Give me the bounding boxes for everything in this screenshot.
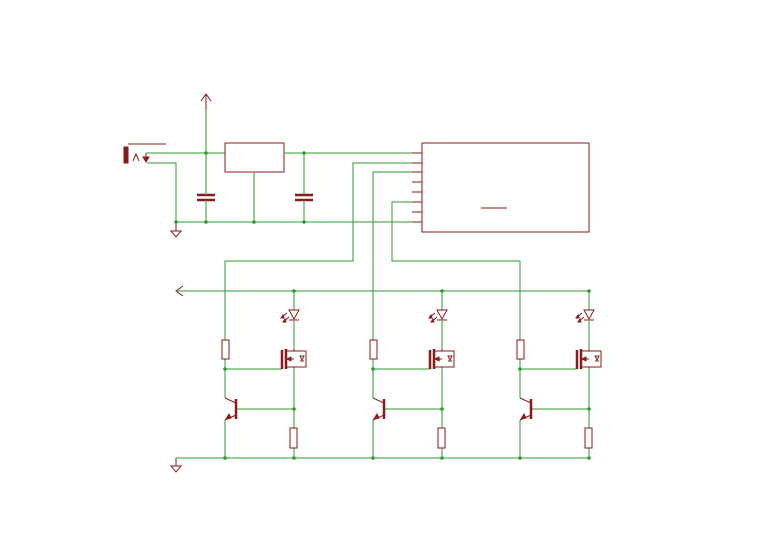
- ground-icon: [169, 222, 183, 238]
- input-capacitor-icon: [197, 193, 215, 202]
- ground-icon: [169, 458, 183, 473]
- output-capacitor-icon: [295, 193, 313, 202]
- npn-transistor-icon: [519, 397, 533, 421]
- junction-dot: [371, 367, 375, 371]
- resistor-icon: [289, 427, 298, 449]
- power-wires: [146, 110, 422, 223]
- junction-dot: [587, 289, 591, 293]
- resistor-icon: [516, 339, 525, 360]
- led-icon: [428, 309, 448, 323]
- junction-dot: [252, 220, 256, 224]
- junction-dot: [518, 456, 522, 460]
- driver-channel-2: [369, 291, 455, 458]
- supply-arrow-icon: [200, 93, 212, 110]
- channel-wires: [372, 291, 443, 458]
- npn-transistor-icon: [372, 397, 386, 421]
- junction-dot: [174, 220, 178, 224]
- junction-dot: [587, 456, 591, 460]
- controller-module-icon: [412, 142, 590, 233]
- junction-dot: [587, 407, 591, 411]
- mosfet-icon: [280, 349, 307, 369]
- junction-dot: [302, 220, 306, 224]
- junction-dot: [440, 407, 444, 411]
- driver-channel-1: [221, 291, 307, 458]
- junction-dot: [292, 289, 296, 293]
- mosfet-icon: [428, 349, 455, 369]
- junction-dot: [518, 367, 522, 371]
- junction-dot: [440, 456, 444, 460]
- led-icon: [280, 309, 300, 323]
- resistor-icon: [369, 339, 378, 360]
- junction-dot: [292, 407, 296, 411]
- voltage-regulator-icon: [224, 142, 285, 173]
- resistor-icon: [221, 339, 230, 360]
- mosfet-icon: [575, 349, 602, 369]
- resistor-icon: [437, 427, 446, 449]
- junction-dot: [223, 367, 227, 371]
- junction-dot: [204, 220, 208, 224]
- junction-dot: [292, 456, 296, 460]
- dc-jack-icon: [123, 143, 166, 164]
- driver-channel-3: [516, 291, 602, 458]
- junction-dot: [223, 456, 227, 460]
- junction-dot: [302, 151, 306, 155]
- npn-transistor-icon: [224, 397, 238, 421]
- junction-dot: [371, 456, 375, 460]
- led-icon: [575, 309, 595, 323]
- control-wires: [224, 162, 521, 340]
- junctions: [174, 151, 591, 460]
- driver-channels: [221, 291, 602, 458]
- channel-wires: [519, 291, 590, 458]
- resistor-icon: [584, 427, 593, 449]
- junction-dot: [204, 151, 208, 155]
- channel-wires: [224, 291, 295, 458]
- junction-dot: [440, 289, 444, 293]
